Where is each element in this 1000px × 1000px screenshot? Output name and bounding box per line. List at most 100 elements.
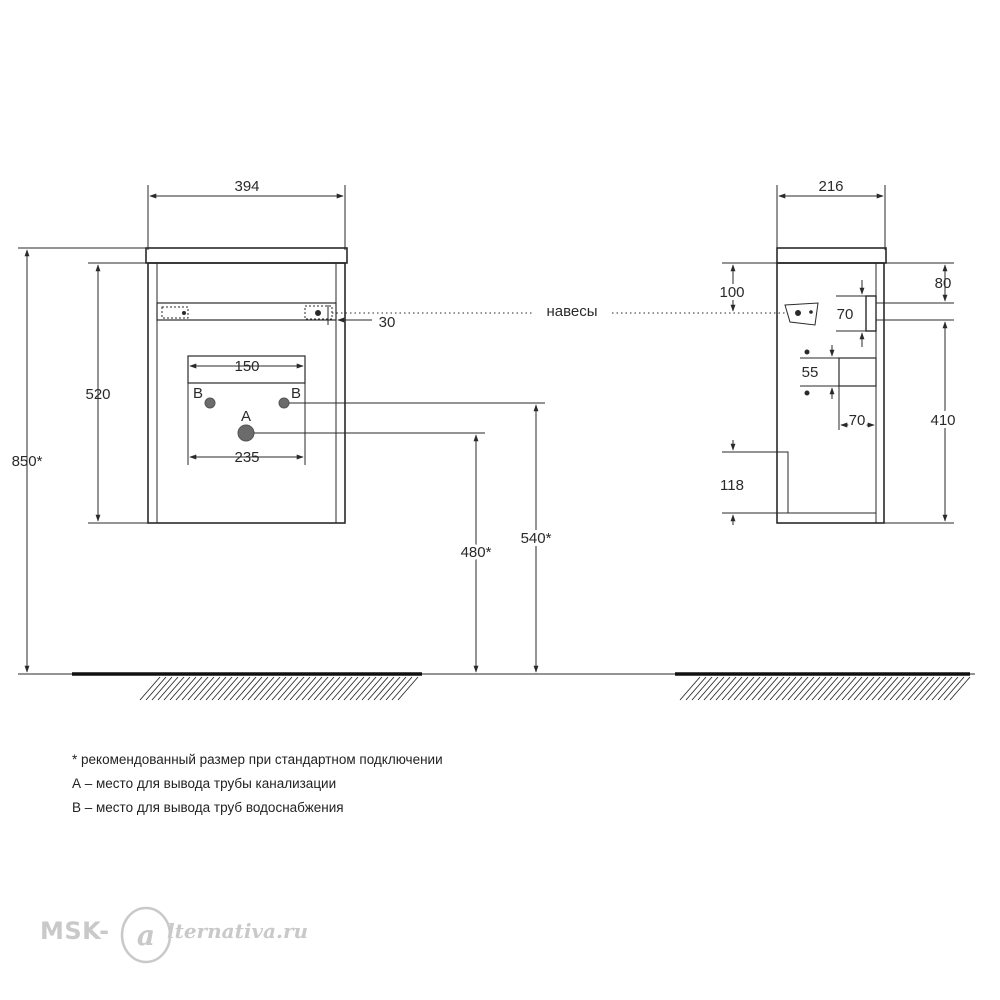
hatch-line [235, 676, 257, 701]
hatch-line [391, 676, 413, 701]
hatch-line [841, 676, 863, 701]
svg-text:a: a [137, 919, 155, 952]
supply-pipe-right [278, 397, 290, 409]
hatch-line [211, 676, 233, 701]
hatch-line [847, 676, 869, 701]
hatch-line [913, 676, 935, 701]
side-lower-box [777, 451, 876, 514]
hatch-line [853, 676, 875, 701]
label-pipe-spacing-bottom: 235 [234, 449, 259, 466]
hatch-line [175, 676, 197, 701]
hatch-line [169, 676, 191, 701]
logo-text-right: lternativa.ru [167, 919, 309, 943]
hatch-line [775, 676, 797, 701]
hatch-line [247, 676, 269, 701]
notes-block: * рекомендованный размер при стандартном… [72, 748, 443, 820]
hatch-line [145, 676, 167, 701]
side-pipe-zone [838, 357, 877, 387]
label-side-depth: 216 [818, 178, 843, 195]
hatch-line [751, 676, 773, 701]
hatch-line [289, 676, 311, 701]
hatch-line [283, 676, 305, 701]
hatch-line [199, 676, 221, 701]
hatch-line [727, 676, 749, 701]
hatch-line [151, 676, 173, 701]
front-hanger-left [161, 306, 189, 319]
front-hanger-right-dot [315, 310, 321, 316]
hatch-line [763, 676, 785, 701]
hatch-line [205, 676, 227, 701]
hatch-line [271, 676, 293, 701]
label-hangers: навесы [546, 303, 597, 320]
side-hanger-dot-b [809, 310, 813, 314]
hatch-line [319, 676, 341, 701]
hatch-line [697, 676, 719, 701]
hatch-line [709, 676, 731, 701]
hatch-line [703, 676, 725, 701]
hatch-line [349, 676, 371, 701]
hatch-line [217, 676, 239, 701]
hatch-line [157, 676, 179, 701]
hatch-line [331, 676, 353, 701]
hatch-line [799, 676, 821, 701]
drain-pipe [237, 424, 255, 442]
hatch-line [901, 676, 923, 701]
hatch-line [295, 676, 317, 701]
label-hanger-offset: 30 [379, 314, 396, 331]
hatch-line [769, 676, 791, 701]
note-supply: В – место для вывода труб водоснабжения [72, 800, 344, 815]
hatch-line [241, 676, 263, 701]
hatch-line [361, 676, 383, 701]
label-drain-marker: A [241, 408, 251, 425]
label-side-410: 410 [930, 412, 955, 429]
hatch-line [931, 676, 953, 701]
hatch-line [823, 676, 845, 701]
side-cabinet-body [776, 262, 885, 524]
side-view [612, 185, 954, 525]
supply-pipe-left [204, 397, 216, 409]
hatch-line [397, 676, 419, 701]
hatch-line [253, 676, 275, 701]
hatch-line [367, 676, 389, 701]
hatch-line [793, 676, 815, 701]
hatch-line [379, 676, 401, 701]
label-side-80: 80 [935, 275, 952, 292]
note-recommended: * рекомендованный размер при стандартном… [72, 752, 443, 767]
hatch-line [895, 676, 917, 701]
hatch-line [313, 676, 335, 701]
hatch-line [859, 676, 881, 701]
hatch-line [835, 676, 857, 701]
hatch-line [685, 676, 707, 701]
logo-at-icon: a [120, 906, 172, 964]
label-side-100: 100 [719, 284, 744, 301]
side-supply-dot [804, 349, 810, 355]
hatch-line [193, 676, 215, 701]
hatch-line [889, 676, 911, 701]
hatch-line [757, 676, 779, 701]
side-countertop [776, 247, 887, 264]
label-side-55: 55 [802, 364, 819, 381]
hatch-line [739, 676, 761, 701]
side-wall-plate [865, 295, 877, 332]
hatch-line [343, 676, 365, 701]
hatch-line [781, 676, 803, 701]
floor-hatch-left [139, 676, 419, 701]
hatch-line [223, 676, 245, 701]
front-hanger-left-dot [182, 311, 186, 315]
hatch-line [817, 676, 839, 701]
hatch-line [907, 676, 929, 701]
label-supply-left: B [193, 385, 203, 402]
label-front-body-height: 520 [85, 386, 110, 403]
side-drain-dot [804, 390, 810, 396]
hatch-line [877, 676, 899, 701]
hatch-line [265, 676, 287, 701]
hatch-line [307, 676, 329, 701]
hatch-line [787, 676, 809, 701]
hatch-line [163, 676, 185, 701]
hatch-line [919, 676, 941, 701]
front-view [18, 185, 545, 673]
hatch-line [805, 676, 827, 701]
side-hanger-bracket [784, 302, 819, 326]
hatch-line [925, 676, 947, 701]
